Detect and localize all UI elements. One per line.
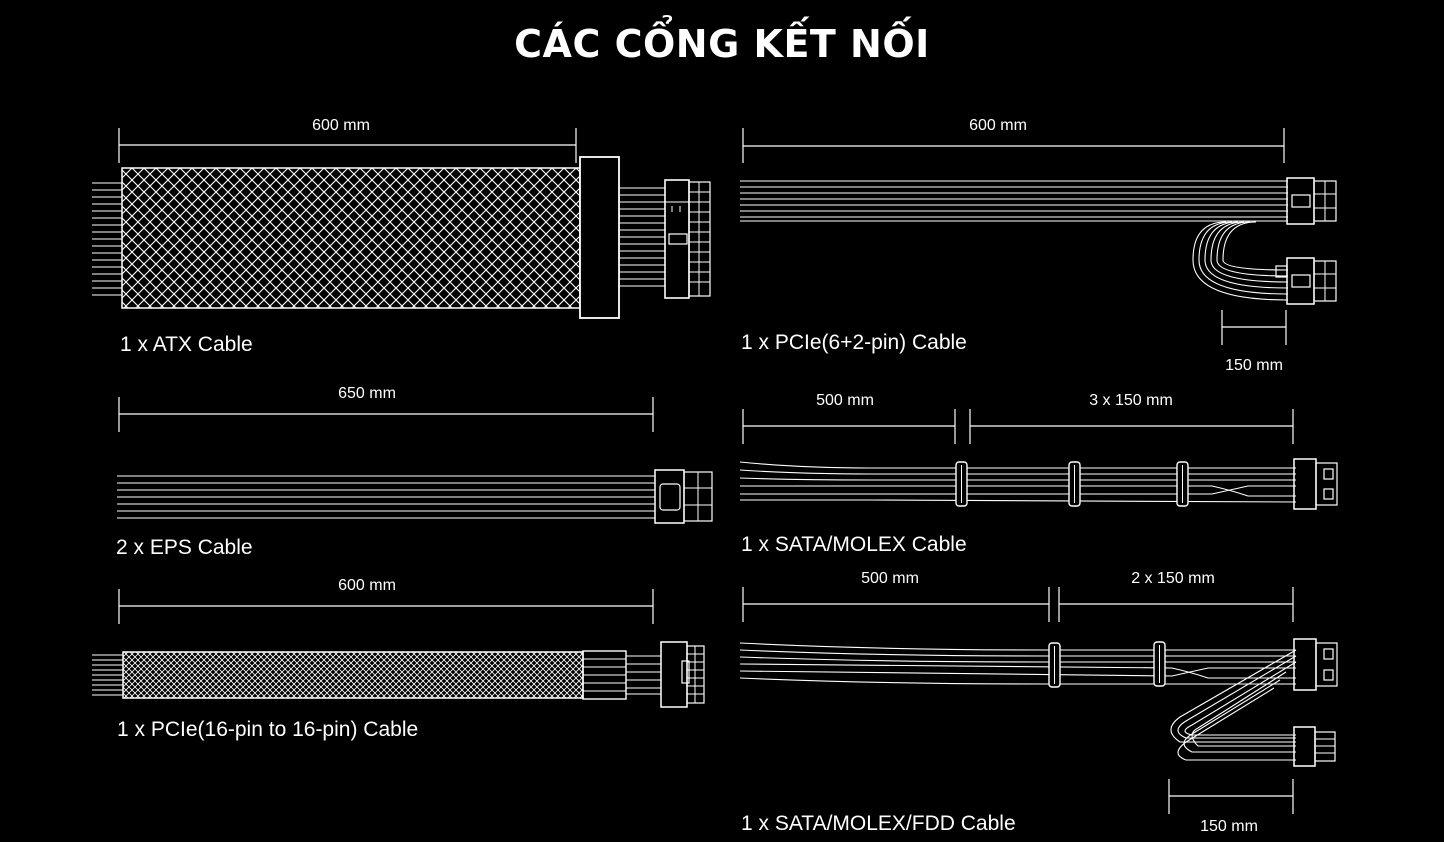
- molex-connector: [1293, 458, 1338, 510]
- dimension-line: [1168, 779, 1294, 814]
- eps-label: 2 x EPS Cable: [116, 536, 253, 559]
- pcie-6-2-branch-length: 150 mm: [1225, 357, 1283, 374]
- pcie-16-label: 1 x PCIe(16-pin to 16-pin) Cable: [117, 718, 418, 741]
- eps-cable: 650 mm 2 x EPS Cable: [116, 385, 713, 559]
- dimension-line: [1221, 310, 1287, 345]
- flat-ribbon: [739, 461, 1297, 503]
- dimension-line: [742, 409, 1294, 444]
- dimension-line: [118, 397, 654, 432]
- sata-molex-length-branches: 3 x 150 mm: [1089, 392, 1173, 409]
- sata-molex-fdd-label: 1 x SATA/MOLEX/FDD Cable: [741, 812, 1016, 835]
- sata-molex-fdd-cable: 500 mm 2 x 150 mm: [739, 570, 1338, 835]
- braided-sleeve: [121, 167, 581, 309]
- sata-clips: [955, 461, 1189, 507]
- sata-molex-fdd-length-branches: 2 x 150 mm: [1131, 570, 1215, 587]
- page-title: CÁC CỔNG KẾT NỐI: [514, 22, 930, 66]
- eps-length: 650 mm: [338, 385, 396, 402]
- wires-to-connector: [619, 187, 665, 287]
- dimension-line: [118, 128, 577, 163]
- atx-label: 1 x ATX Cable: [120, 333, 253, 356]
- sata-molex-cable: 500 mm 3 x 150 mm 1 x SATA/MOLEX Cable: [739, 392, 1338, 556]
- dimension-line: [742, 128, 1285, 163]
- wire-ends: [92, 182, 122, 296]
- dimension-line: [118, 589, 654, 624]
- sata-molex-label: 1 x SATA/MOLEX Cable: [741, 533, 967, 556]
- fdd-connector: [1293, 726, 1336, 767]
- flat-ribbon: [117, 475, 655, 519]
- eps-connector: [654, 469, 713, 524]
- wires-to-connector: [626, 655, 661, 695]
- dimension-line: [742, 587, 1294, 622]
- atx-connector: [664, 179, 711, 299]
- pcie-connector-2: [1275, 257, 1337, 305]
- sata-clips: [1048, 641, 1166, 688]
- sleeve-collar: [582, 650, 627, 700]
- atx-length: 600 mm: [312, 117, 370, 134]
- pcie-16-length: 600 mm: [338, 577, 396, 594]
- wire-ends: [92, 654, 123, 696]
- pcie-6-2-cable: 600 mm: [740, 117, 1337, 374]
- atx-cable: 600 mm: [92, 117, 711, 356]
- pcie-6-2-label: 1 x PCIe(6+2-pin) Cable: [741, 331, 967, 354]
- sleeve-collar: [579, 156, 620, 319]
- diagonal-branch: [1170, 649, 1297, 761]
- sata-molex-fdd-length-main: 500 mm: [861, 570, 919, 587]
- sata-molex-length-main: 500 mm: [816, 392, 874, 409]
- braided-sleeve: [122, 651, 584, 699]
- curved-branch: [1192, 221, 1289, 301]
- molex-connector: [1293, 638, 1338, 691]
- pcie-16-connector: [660, 641, 705, 708]
- flat-ribbon: [740, 180, 1288, 222]
- flat-ribbon: [739, 642, 1296, 685]
- sata-molex-fdd-branch-length: 150 mm: [1200, 818, 1258, 835]
- pcie-connector-1: [1286, 177, 1337, 225]
- pcie-16-cable: 600 mm 1 x PCIe(16: [92, 577, 705, 741]
- pcie-6-2-length: 600 mm: [969, 117, 1027, 134]
